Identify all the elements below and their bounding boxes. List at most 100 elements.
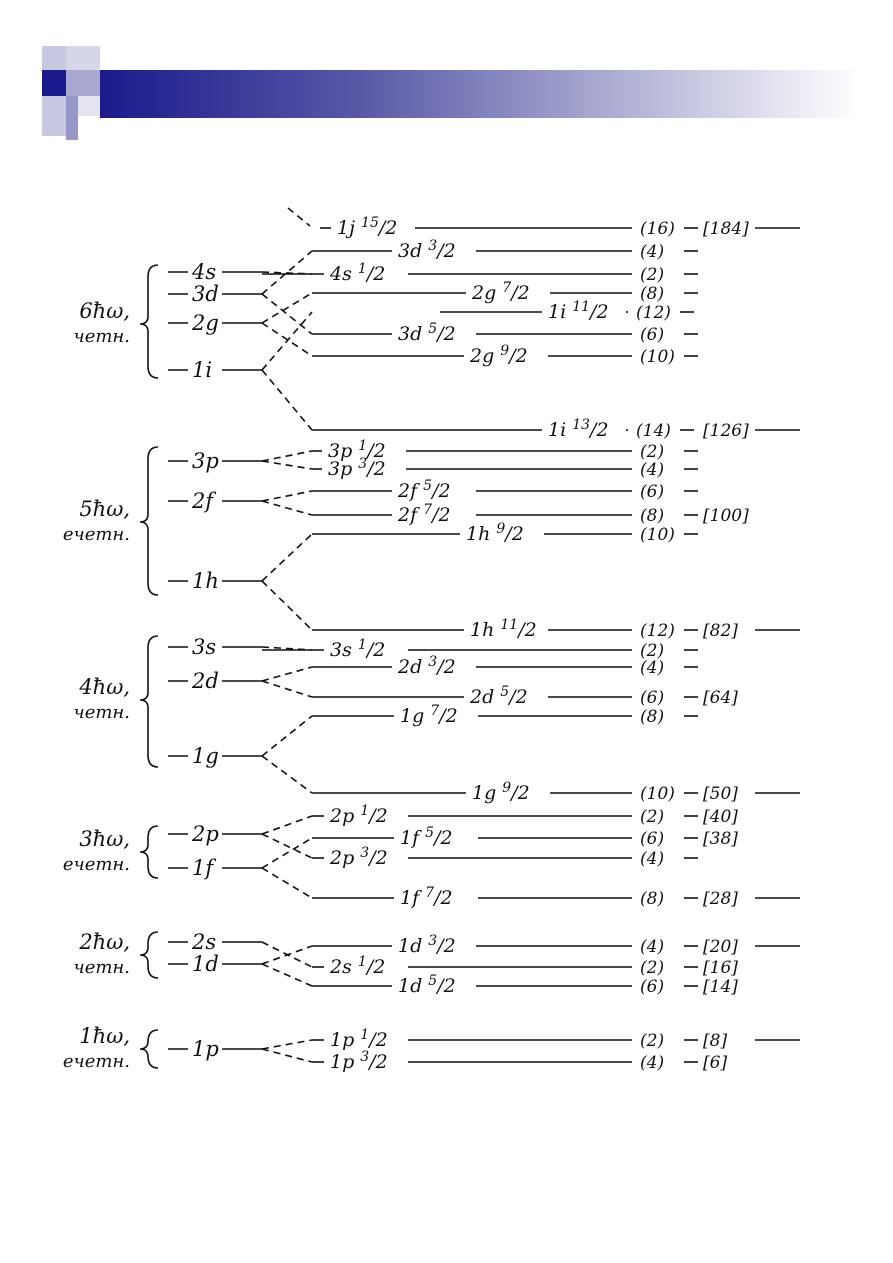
occupancy-label: (8) <box>640 707 664 727</box>
state-label: 2f 5/2 <box>397 478 451 502</box>
split-connector <box>261 1039 313 1050</box>
shell-energy-label: 1ħω, <box>79 1024 130 1048</box>
shell-energy-label: 3ħω, <box>79 827 130 851</box>
split-connector <box>261 292 313 324</box>
magic-number-label: [50] <box>703 784 738 804</box>
shell-brace <box>139 635 159 768</box>
occupancy-label: (12) <box>636 303 671 323</box>
split-connector <box>261 715 313 757</box>
state-label: 1d 5/2 <box>398 973 456 997</box>
occupancy-label: (4) <box>640 849 664 869</box>
banner-square <box>42 70 66 96</box>
state-label: 3p 1/2 <box>328 438 386 462</box>
magic-number-label: [100] <box>703 506 749 526</box>
state-label: 1p 1/2 <box>330 1027 388 1051</box>
state-label: 1h 11/2 <box>470 617 537 641</box>
magic-number-label: [20] <box>703 937 738 957</box>
banner-square <box>66 96 78 140</box>
orbital-label: 1p <box>192 1037 219 1061</box>
split-connector <box>261 271 313 275</box>
magic-number-label: [64] <box>703 688 738 708</box>
split-connector <box>261 755 313 794</box>
state-label: 1h 9/2 <box>466 521 524 545</box>
occupancy-label: (6) <box>640 829 664 849</box>
state-label: 3d 5/2 <box>398 321 456 345</box>
split-connector <box>261 867 313 899</box>
banner-square <box>66 70 100 96</box>
orbital-label: 2d <box>191 669 219 693</box>
state-label: 1g 9/2 <box>472 780 530 804</box>
magic-number-label: [40] <box>703 807 738 827</box>
occupancy-label: (4) <box>640 658 664 678</box>
shell-parity-label: четн. <box>74 957 131 978</box>
shell-parity-label: ечетн. <box>63 1051 130 1072</box>
state-label: 1g 7/2 <box>400 703 458 727</box>
split-connector <box>261 250 313 295</box>
state-label: 1i 13/2 <box>548 417 609 441</box>
split-connector <box>261 833 313 859</box>
occupancy-label: (10) <box>640 347 675 367</box>
split-connector <box>261 450 313 462</box>
state-label: 1i 11/2 <box>548 299 609 323</box>
split-connector <box>261 369 313 431</box>
state-label: 1p 3/2 <box>330 1049 388 1073</box>
occupancy-label: (6) <box>640 688 664 708</box>
split-connector <box>261 500 313 516</box>
split-connector <box>261 533 313 582</box>
banner-square <box>66 46 100 70</box>
split-connector <box>261 815 313 835</box>
magic-number-label: [184] <box>703 219 749 239</box>
magic-number-label: [14] <box>703 977 738 997</box>
shell-brace <box>139 825 159 879</box>
shell-brace <box>139 264 159 379</box>
split-connector <box>261 293 313 335</box>
shell-brace <box>139 446 159 596</box>
occupancy-label: (6) <box>640 482 664 502</box>
magic-number-label: [6] <box>703 1053 727 1073</box>
occupancy-label: (2) <box>640 265 664 285</box>
state-label: 4s 1/2 <box>329 261 385 285</box>
orbital-label: 4s <box>191 260 216 284</box>
occupancy-label: (2) <box>640 807 664 827</box>
occupancy-label: (2) <box>640 442 664 462</box>
state-label: 2g 9/2 <box>469 343 528 367</box>
shell-parity-label: ечетн. <box>63 854 130 875</box>
shell-brace <box>139 1029 159 1069</box>
state-label: 2g 7/2 <box>471 280 530 304</box>
split-connector <box>261 580 313 631</box>
occupancy-label: (10) <box>640 525 675 545</box>
orbital-label: 1h <box>192 569 219 593</box>
occupancy-label: (2) <box>640 958 664 978</box>
orbital-label: 2p <box>191 822 219 846</box>
orbital-label: 1f <box>192 856 216 880</box>
shell-energy-label: 6ħω, <box>79 299 130 323</box>
state-label: 2d 5/2 <box>469 684 528 708</box>
occupancy-label: (12) <box>640 621 675 641</box>
shell-energy-label: 4ħω, <box>78 675 130 699</box>
state-label: 2s 1/2 <box>329 954 385 978</box>
split-connector <box>287 207 311 227</box>
state-label: 3p 3/2 <box>328 456 386 480</box>
orbital-label: 2f <box>191 489 216 513</box>
state-label: 2d 3/2 <box>397 654 456 678</box>
split-connector <box>261 680 313 698</box>
state-label: 1f 5/2 <box>400 825 453 849</box>
orbital-label: 2s <box>191 930 216 954</box>
orbital-label: 1d <box>192 952 219 976</box>
orbital-label: 3d <box>192 282 219 306</box>
split-connector <box>261 311 313 371</box>
occupancy-label: (8) <box>640 284 664 304</box>
state-label: 2p 3/2 <box>329 845 388 869</box>
shell-energy-label: 5ħω, <box>79 497 130 521</box>
orbital-label: 1i <box>192 358 212 382</box>
occupancy-label: (6) <box>640 325 664 345</box>
orbital-label: 2g <box>191 311 219 335</box>
occupancy-label: (14) <box>636 421 671 441</box>
state-label: 3d 3/2 <box>398 238 456 262</box>
occupancy-label: (8) <box>640 889 664 909</box>
occupancy-label: (6) <box>640 977 664 997</box>
state-label: 1d 3/2 <box>398 933 456 957</box>
banner-square <box>42 46 66 70</box>
state-label: 2f 7/2 <box>397 502 451 526</box>
banner-square <box>42 96 66 136</box>
